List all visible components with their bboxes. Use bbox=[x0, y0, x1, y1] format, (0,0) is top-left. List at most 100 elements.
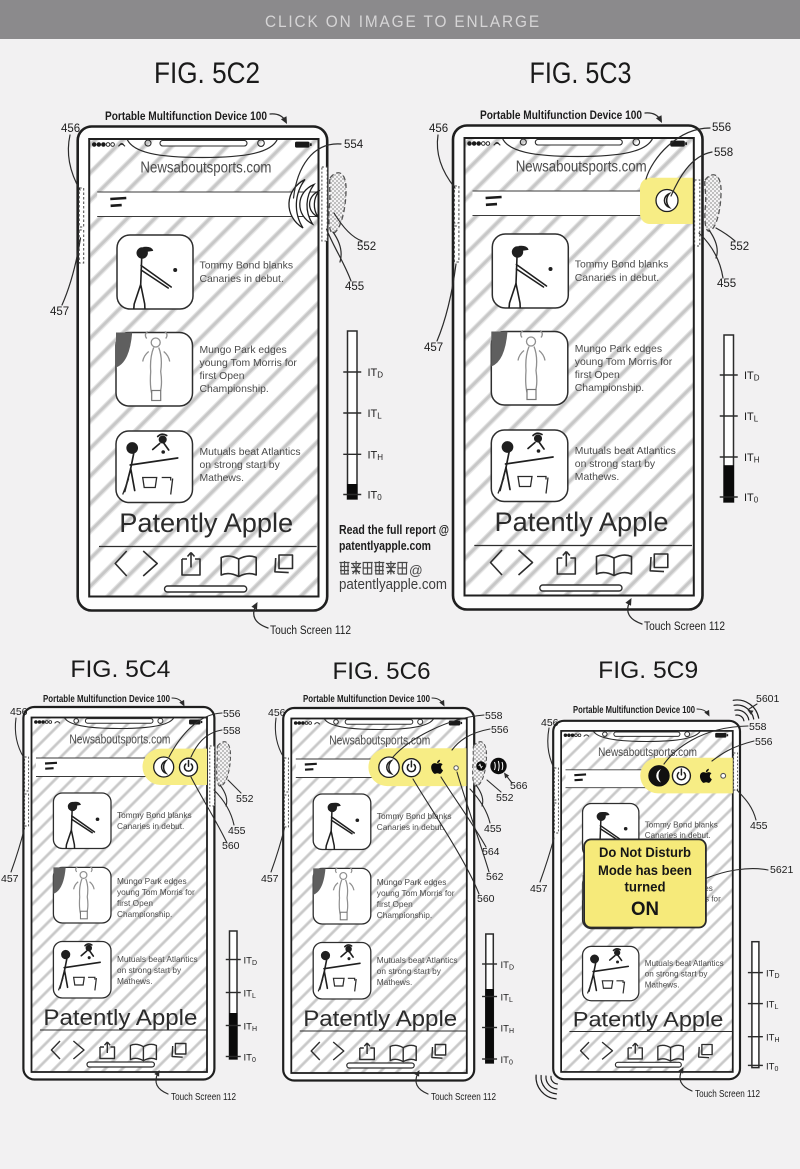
svg-text:560: 560 bbox=[477, 893, 495, 905]
svg-text:patentlyapple.com: patentlyapple.com bbox=[339, 577, 447, 593]
svg-text:Mungo Park edges: Mungo Park edges bbox=[377, 877, 447, 887]
svg-text:Canaries in debut.: Canaries in debut. bbox=[575, 273, 659, 284]
svg-text:FIG. 5C9: FIG. 5C9 bbox=[598, 657, 698, 684]
svg-text:Canaries in debut.: Canaries in debut. bbox=[200, 274, 284, 285]
svg-text:turned: turned bbox=[625, 880, 666, 895]
svg-text:457: 457 bbox=[50, 306, 69, 318]
svg-text:Mode has been: Mode has been bbox=[598, 863, 692, 878]
svg-text:young Tom Morris for: young Tom Morris for bbox=[575, 357, 673, 368]
svg-text:FIG. 5C2: FIG. 5C2 bbox=[154, 57, 260, 90]
svg-text:556: 556 bbox=[223, 708, 241, 720]
svg-text:FIG. 5C3: FIG. 5C3 bbox=[530, 57, 632, 90]
svg-text:455: 455 bbox=[484, 823, 502, 835]
svg-text:552: 552 bbox=[357, 241, 376, 253]
svg-text:Newsaboutsports.com: Newsaboutsports.com bbox=[516, 158, 647, 175]
svg-text:Championship.: Championship. bbox=[200, 384, 269, 395]
svg-text:Mutuals beat Atlantics: Mutuals beat Atlantics bbox=[200, 447, 301, 458]
svg-text:on strong start by: on strong start by bbox=[377, 966, 442, 976]
svg-text:Touch Screen 112: Touch Screen 112 bbox=[270, 625, 351, 637]
svg-text:on strong start by: on strong start by bbox=[117, 965, 182, 975]
svg-text:Newsaboutsports.com: Newsaboutsports.com bbox=[69, 733, 170, 747]
svg-text:558: 558 bbox=[714, 147, 733, 159]
svg-text:552: 552 bbox=[730, 241, 749, 253]
svg-text:456: 456 bbox=[61, 123, 80, 135]
svg-text:5601: 5601 bbox=[756, 693, 780, 705]
svg-text:558: 558 bbox=[485, 710, 503, 722]
svg-text:Newsaboutsports.com: Newsaboutsports.com bbox=[598, 745, 697, 759]
svg-text:Championship.: Championship. bbox=[575, 383, 644, 394]
svg-text:Patently Apple: Patently Apple bbox=[303, 1006, 457, 1031]
svg-text:457: 457 bbox=[530, 883, 548, 895]
svg-text:first Open: first Open bbox=[377, 899, 413, 909]
svg-text:Patently Apple: Patently Apple bbox=[119, 508, 293, 538]
svg-text:Tommy Bond blanks: Tommy Bond blanks bbox=[645, 821, 718, 830]
svg-text:Patently Apple: Patently Apple bbox=[43, 1005, 197, 1030]
svg-text:455: 455 bbox=[717, 278, 736, 290]
svg-text:Portable Multifunction Device: Portable Multifunction Device 100 bbox=[480, 108, 642, 122]
svg-text:Portable Multifunction Device: Portable Multifunction Device 100 bbox=[573, 705, 695, 716]
svg-text:first Open: first Open bbox=[200, 371, 245, 382]
svg-text:Mathews.: Mathews. bbox=[117, 976, 153, 986]
svg-text:Touch Screen 112: Touch Screen 112 bbox=[695, 1089, 760, 1100]
svg-text:Touch Screen 112: Touch Screen 112 bbox=[644, 621, 725, 633]
svg-text:first Open: first Open bbox=[575, 370, 620, 381]
svg-text:552: 552 bbox=[496, 792, 514, 804]
svg-text:455: 455 bbox=[750, 820, 768, 832]
svg-text:560: 560 bbox=[222, 840, 240, 852]
svg-text:455: 455 bbox=[345, 281, 364, 293]
svg-text:556: 556 bbox=[491, 724, 509, 736]
svg-text:552: 552 bbox=[236, 793, 254, 805]
svg-text:556: 556 bbox=[712, 122, 731, 134]
svg-text:Tommy Bond blanks: Tommy Bond blanks bbox=[117, 810, 192, 820]
svg-text:on strong start by: on strong start by bbox=[575, 459, 656, 470]
svg-text:Read the full report @: Read the full report @ bbox=[339, 523, 449, 537]
svg-text:456: 456 bbox=[268, 707, 286, 719]
svg-text:Mungo Park edges: Mungo Park edges bbox=[200, 345, 287, 356]
svg-text:Championship.: Championship. bbox=[377, 910, 432, 920]
svg-text:Do Not Disturb: Do Not Disturb bbox=[599, 845, 691, 860]
svg-text:young Tom Morris for: young Tom Morris for bbox=[377, 888, 455, 898]
svg-text:Mutuals beat Atlantics: Mutuals beat Atlantics bbox=[575, 446, 676, 457]
svg-text:455: 455 bbox=[228, 825, 246, 837]
svg-text:457: 457 bbox=[424, 342, 443, 354]
svg-text:562: 562 bbox=[486, 871, 504, 883]
svg-text:Portable Multifunction Device: Portable Multifunction Device 100 bbox=[303, 694, 430, 705]
svg-text:ON: ON bbox=[631, 898, 659, 920]
svg-text:Championship.: Championship. bbox=[117, 909, 172, 919]
svg-text:Newsaboutsports.com: Newsaboutsports.com bbox=[140, 159, 271, 176]
svg-text:Tommy Bond blanks: Tommy Bond blanks bbox=[575, 260, 669, 271]
svg-text:FIG. 5C4: FIG. 5C4 bbox=[70, 656, 170, 683]
svg-text:Tommy Bond blanks: Tommy Bond blanks bbox=[200, 261, 294, 272]
svg-text:young Tom Morris for: young Tom Morris for bbox=[200, 358, 298, 369]
svg-text:Mungo Park edges: Mungo Park edges bbox=[117, 876, 187, 886]
svg-text:on strong start by: on strong start by bbox=[200, 460, 281, 471]
svg-text:457: 457 bbox=[1, 873, 19, 885]
svg-text:5621: 5621 bbox=[770, 864, 794, 876]
svg-text:Mathews.: Mathews. bbox=[645, 980, 680, 989]
svg-text:first Open: first Open bbox=[117, 898, 153, 908]
svg-text:Mutuals beat Atlantics: Mutuals beat Atlantics bbox=[117, 954, 198, 964]
svg-text:Portable Multifunction Device: Portable Multifunction Device 100 bbox=[105, 109, 267, 123]
svg-text:Canaries in debut.: Canaries in debut. bbox=[117, 821, 184, 831]
svg-text:Touch Screen 112: Touch Screen 112 bbox=[171, 1092, 236, 1103]
svg-text:Patently Apple: Patently Apple bbox=[495, 507, 669, 537]
svg-text:CLICK ON IMAGE TO ENLARGE: CLICK ON IMAGE TO ENLARGE bbox=[265, 13, 541, 31]
svg-text:Patently Apple: Patently Apple bbox=[573, 1008, 724, 1032]
svg-text:Canaries in debut.: Canaries in debut. bbox=[377, 822, 444, 832]
svg-text:Portable Multifunction Device: Portable Multifunction Device 100 bbox=[43, 694, 170, 705]
svg-text:566: 566 bbox=[510, 780, 528, 792]
svg-text:Mutuals beat Atlantics: Mutuals beat Atlantics bbox=[645, 959, 724, 968]
svg-text:Tommy Bond blanks: Tommy Bond blanks bbox=[377, 811, 452, 821]
svg-text:457: 457 bbox=[261, 873, 279, 885]
svg-text:young Tom Morris for: young Tom Morris for bbox=[117, 887, 195, 897]
svg-text:@: @ bbox=[409, 563, 423, 578]
svg-text:456: 456 bbox=[541, 717, 559, 729]
svg-text:558: 558 bbox=[223, 725, 241, 737]
svg-text:Mungo Park edges: Mungo Park edges bbox=[575, 344, 662, 355]
svg-text:558: 558 bbox=[749, 721, 767, 733]
svg-text:554: 554 bbox=[344, 139, 364, 151]
svg-text:on strong start by: on strong start by bbox=[645, 970, 708, 979]
svg-text:Mathews.: Mathews. bbox=[575, 472, 619, 483]
svg-text:Touch Screen 112: Touch Screen 112 bbox=[431, 1092, 496, 1103]
svg-text:Newsaboutsports.com: Newsaboutsports.com bbox=[329, 734, 430, 748]
